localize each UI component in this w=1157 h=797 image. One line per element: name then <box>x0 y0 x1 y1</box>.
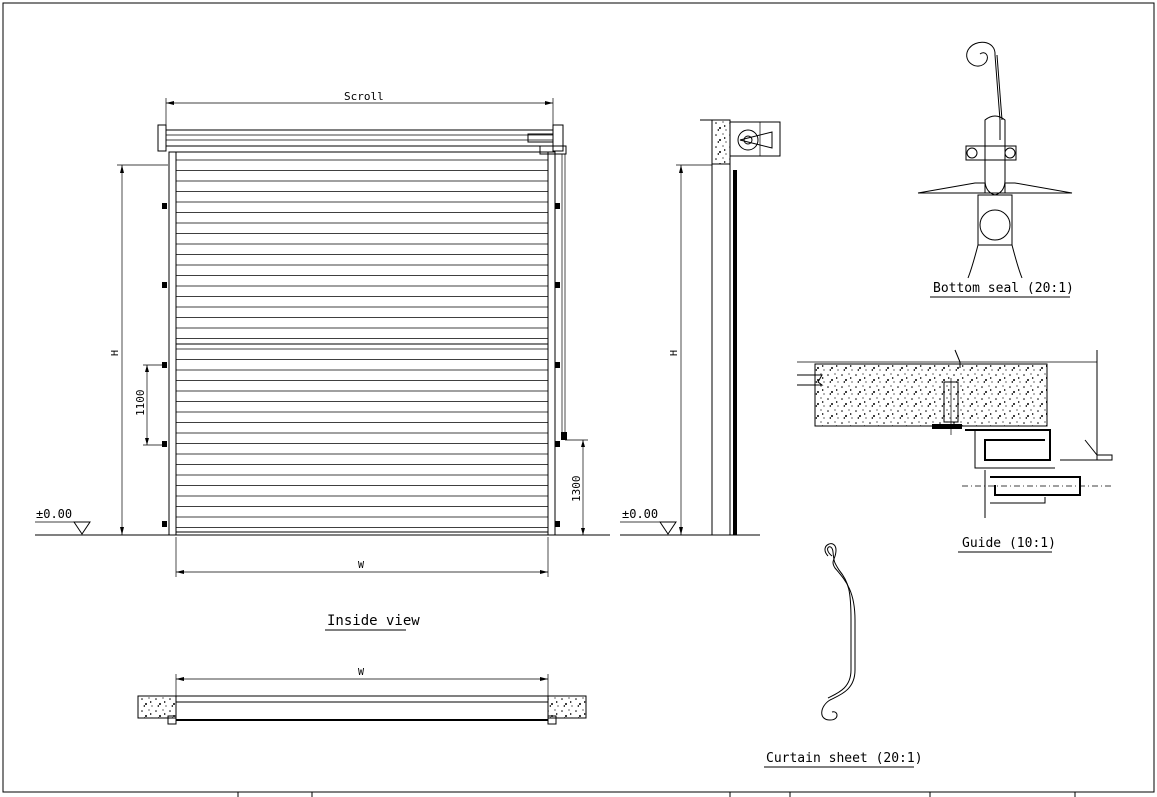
dim-width-label: W <box>358 560 365 571</box>
dim-1100-label: 1100 <box>134 390 147 417</box>
plan-dim-width-label: W <box>358 667 365 678</box>
side-view: H ±0.00 <box>620 119 781 536</box>
bottom-seal-label: Bottom seal (20:1) <box>933 281 1074 296</box>
inside-view-title: Inside view <box>327 613 420 629</box>
title-block-ticks <box>237 792 1076 797</box>
plan-view: W <box>137 667 587 725</box>
curtain-sheet-label: Curtain sheet (20:1) <box>766 751 923 766</box>
dim-scroll-label: Scroll <box>344 90 384 103</box>
dim-1300-label: 1300 <box>570 476 583 503</box>
curtain-sheet-detail: Curtain sheet (20:1) <box>764 543 923 768</box>
side-dim-height-label: H <box>669 350 680 356</box>
inside-view: Scroll <box>35 90 610 631</box>
side-level-label: ±0.00 <box>622 507 658 521</box>
level-label: ±0.00 <box>36 507 72 521</box>
dim-height-label: H <box>110 350 121 356</box>
guide-detail: Guide (10:1) <box>797 349 1113 553</box>
bottom-seal-detail: Bottom seal (20:1) <box>917 41 1074 298</box>
guide-label: Guide (10:1) <box>962 536 1056 551</box>
